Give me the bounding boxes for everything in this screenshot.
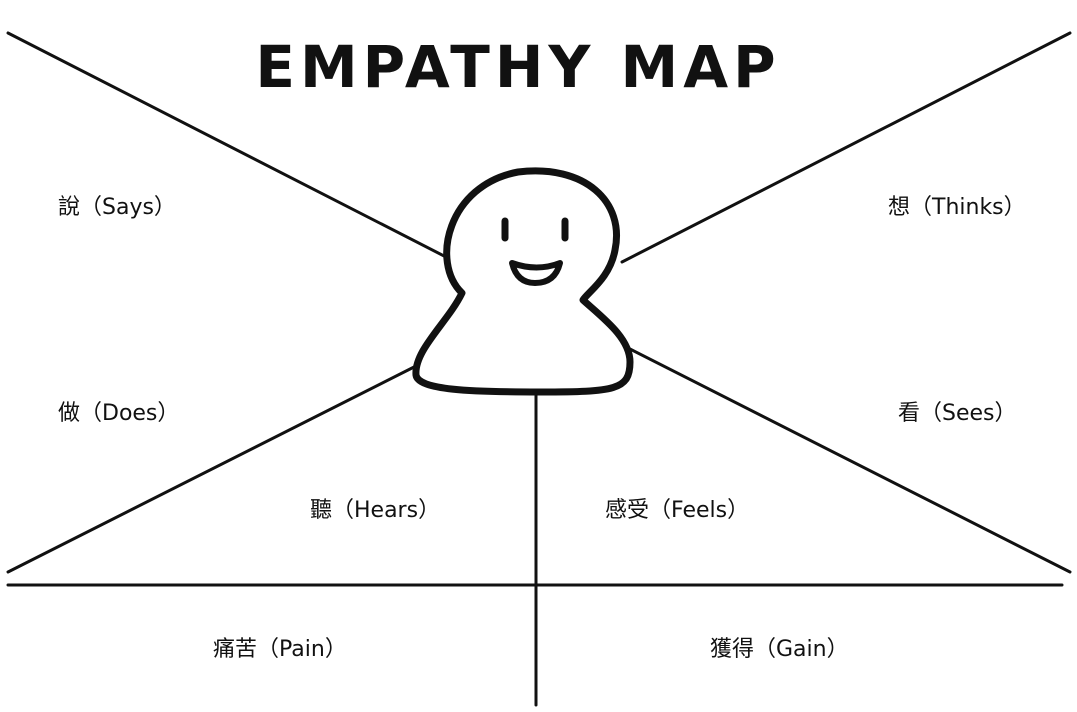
section-label-gain: 獲得（Gain） bbox=[710, 637, 849, 662]
section-label-does: 做（Does） bbox=[58, 401, 180, 426]
section-label-sees: 看（Sees） bbox=[898, 401, 1017, 426]
section-label-pain: 痛苦（Pain） bbox=[213, 637, 347, 662]
line-bottom-left-diagonal bbox=[6, 363, 420, 574]
section-label-thinks: 想（Thinks） bbox=[888, 195, 1026, 220]
section-label-hears: 聽（Hears） bbox=[310, 498, 441, 523]
section-label-feels: 感受（Feels） bbox=[605, 498, 750, 523]
line-top-left-diagonal bbox=[6, 31, 450, 260]
person-figure bbox=[412, 167, 634, 396]
section-label-says: 說（Says） bbox=[58, 195, 176, 220]
person-smile bbox=[509, 260, 563, 286]
line-bottom-right-diagonal bbox=[626, 346, 1072, 574]
page-title: EMPATHY MAP bbox=[255, 33, 781, 101]
line-top-right-diagonal bbox=[620, 31, 1072, 264]
